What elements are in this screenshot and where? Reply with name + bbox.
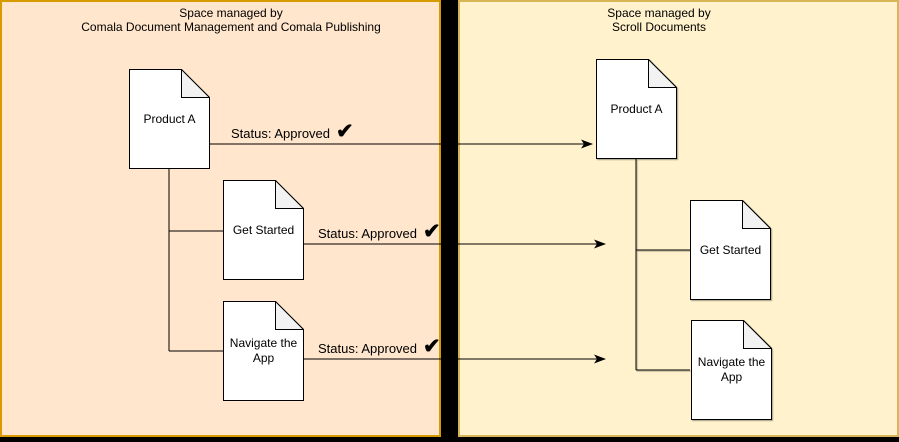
checkmark-icon: ✔ — [336, 119, 354, 143]
status-label-product-a: Status: Approved ✔ — [231, 121, 354, 145]
space-divider-bar — [441, 0, 458, 442]
document-node-navigate-the-app-target[interactable]: Navigate the App — [691, 320, 772, 420]
status-label-navigate-the-app: Status: Approved ✔ — [318, 336, 441, 360]
panel-title-line1: Space managed by — [607, 6, 711, 20]
document-label: Navigate the App — [229, 336, 298, 365]
status-text: Status: Approved — [231, 125, 331, 141]
panel-title-scroll: Space managed by Scroll Documents — [459, 6, 859, 34]
document-label: Product A — [143, 111, 196, 126]
document-label: Get Started — [699, 242, 762, 257]
document-icon — [691, 320, 772, 420]
document-node-navigate-the-app-source[interactable]: Navigate the App — [223, 301, 304, 401]
document-node-product-a-target[interactable]: Product A — [596, 59, 677, 159]
document-icon — [223, 301, 304, 401]
status-text: Status: Approved — [318, 225, 418, 241]
panel-title-comala: Space managed by Comala Document Managem… — [31, 6, 431, 34]
document-label: Product A — [610, 101, 663, 116]
document-icon — [596, 59, 677, 159]
panel-title-line2: Comala Document Management and Comala Pu… — [81, 20, 381, 34]
status-label-get-started: Status: Approved ✔ — [318, 221, 441, 245]
status-text: Status: Approved — [318, 340, 418, 356]
document-node-get-started-target[interactable]: Get Started — [690, 200, 771, 300]
document-icon — [223, 180, 304, 280]
document-icon — [129, 69, 210, 169]
panel-title-line2: Scroll Documents — [611, 20, 707, 34]
document-icon — [690, 200, 771, 300]
document-node-product-a-source[interactable]: Product A — [129, 69, 210, 169]
checkmark-icon: ✔ — [423, 334, 441, 358]
checkmark-icon: ✔ — [423, 219, 441, 243]
document-label: Navigate the App — [697, 355, 766, 384]
panel-title-line1: Space managed by — [179, 6, 283, 20]
document-label: Get Started — [232, 222, 295, 237]
panel-scroll-space — [458, 0, 899, 437]
document-node-get-started-source[interactable]: Get Started — [223, 180, 304, 280]
panel-comala-space — [0, 0, 441, 437]
